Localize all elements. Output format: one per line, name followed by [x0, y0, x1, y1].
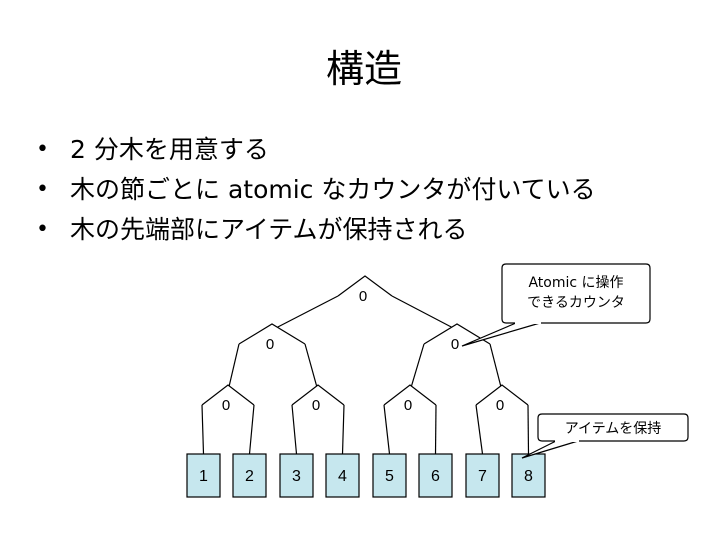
counter-node: 0	[337, 275, 393, 305]
leaf-item: 2	[232, 453, 267, 498]
tree-edge	[248, 404, 255, 455]
leaf-label: 4	[338, 468, 347, 485]
tree-edge	[409, 343, 425, 392]
leaf-box	[232, 453, 267, 498]
tree-edges	[201, 295, 530, 455]
bullet-dot-icon: •	[36, 137, 49, 162]
counter-node-shape	[383, 384, 437, 406]
counter-node: 0	[238, 323, 306, 353]
callout-text: アイテムを保持	[565, 421, 662, 437]
counter-node: 0	[383, 384, 437, 414]
slide-title: 構造	[325, 47, 402, 91]
callout-line-1: Atomic に操作	[528, 275, 623, 291]
counter-node: 0	[201, 384, 255, 414]
bullet-list: • 2 分木を用意する • 木の節ごとに atomic なカウンタが付いている • 木…	[30, 130, 596, 250]
leaf-box	[186, 453, 221, 498]
leaf-label: 7	[478, 468, 487, 485]
tree-edge	[201, 404, 205, 455]
callout-pointer	[461, 322, 541, 347]
counter-node-shape	[291, 384, 345, 406]
leaf-item: 5	[372, 453, 407, 498]
tree-edge	[341, 404, 345, 455]
leaf-item: 7	[465, 453, 500, 498]
callout-line-2: できるカウンタ	[527, 295, 625, 311]
tree-nodes: 0 0 0 0 0 0 0	[201, 275, 529, 414]
tree-edge	[383, 404, 391, 455]
counter-value: 0	[404, 397, 412, 414]
callout-box	[501, 263, 651, 324]
tree-leaves: 1 2 3 4 5 6 7 8	[186, 453, 546, 498]
counter-value: 0	[312, 397, 320, 414]
counter-value: 0	[359, 288, 367, 305]
leaf-box	[418, 453, 453, 498]
leaf-box	[511, 453, 546, 498]
leaf-box	[325, 453, 360, 498]
counter-callout: Atomic に操作 できるカウンタ	[461, 263, 651, 347]
tree-edge	[527, 404, 530, 455]
tree-edge	[227, 343, 240, 392]
tree-edge	[434, 404, 437, 455]
tree-edge	[291, 404, 298, 455]
counter-node-shape	[337, 275, 393, 297]
leaf-item: 8	[511, 453, 546, 498]
leaf-label: 5	[385, 468, 394, 485]
bullet-dot-icon: •	[36, 177, 49, 202]
counter-node-shape	[238, 323, 306, 345]
tree-edge	[391, 295, 458, 331]
counter-node-shape	[475, 384, 529, 406]
leaf-label: 2	[245, 468, 254, 485]
leaf-item: 3	[279, 453, 314, 498]
bullet-dot-icon: •	[36, 217, 49, 242]
tree-edge	[304, 343, 319, 392]
counter-node: 0	[475, 384, 529, 414]
tree-edge	[271, 295, 339, 331]
bullet-item: • 2 分木を用意する	[30, 130, 596, 170]
leaf-label: 3	[292, 468, 301, 485]
leaf-box	[372, 453, 407, 498]
leaf-box	[465, 453, 500, 498]
leaf-label: 1	[199, 468, 208, 485]
bullet-item: • 木の節ごとに atomic なカウンタが付いている	[30, 170, 596, 210]
counter-value: 0	[266, 336, 274, 353]
leaf-item: 6	[418, 453, 453, 498]
item-callout: アイテムを保持	[521, 413, 689, 459]
bullet-text: 2 分木を用意する	[70, 135, 269, 164]
bullet-text: 木の節ごとに atomic なカウンタが付いている	[70, 175, 596, 204]
leaf-item: 1	[186, 453, 221, 498]
counter-node-shape	[423, 323, 491, 345]
callout-pointer	[521, 440, 579, 459]
counter-value: 0	[222, 397, 230, 414]
bullet-text: 木の先端部にアイテムが保持される	[70, 215, 468, 244]
counter-value: 0	[496, 397, 504, 414]
leaf-label: 8	[524, 468, 533, 485]
callout-box	[537, 413, 689, 442]
leaf-box	[279, 453, 314, 498]
counter-value: 0	[451, 336, 459, 353]
counter-node: 0	[423, 323, 491, 353]
tree-edge	[489, 343, 503, 392]
counter-node: 0	[291, 384, 345, 414]
counter-node-shape	[201, 384, 255, 406]
bullet-item: • 木の先端部にアイテムが保持される	[30, 210, 596, 250]
leaf-label: 6	[431, 468, 440, 485]
tree-edge	[475, 404, 484, 455]
leaf-item: 4	[325, 453, 360, 498]
